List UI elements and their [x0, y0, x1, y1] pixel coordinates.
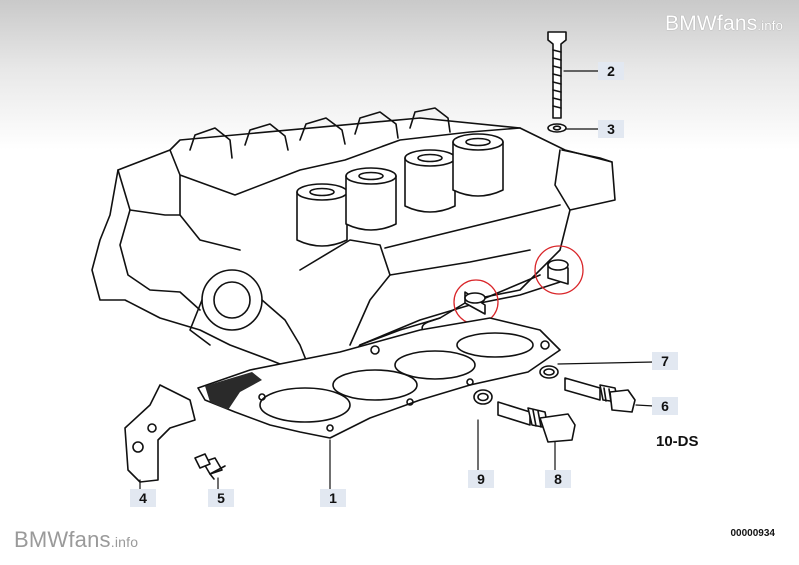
highlight-circle-rear — [534, 245, 584, 295]
watermark-brand-bottom: BMWfans — [14, 527, 111, 552]
callout-3: 3 — [598, 120, 624, 138]
callout-5: 5 — [208, 489, 234, 507]
callout-8: 8 — [545, 470, 571, 488]
callout-2: 2 — [598, 62, 624, 80]
variant-code: 10-DS — [656, 433, 699, 450]
temperature-sender — [473, 389, 576, 443]
bolt-washer — [547, 123, 567, 133]
dowel-sleeves — [464, 259, 569, 315]
bracket-screw — [194, 453, 226, 480]
head-gasket — [197, 317, 561, 439]
watermark-bottom: BMWfans.info — [14, 527, 138, 553]
callout-7: 7 — [652, 352, 678, 370]
callout-6: 6 — [652, 397, 678, 415]
leader-lines — [139, 70, 655, 490]
watermark-suffix: .info — [757, 18, 783, 33]
watermark-brand: BMWfans — [665, 12, 758, 35]
bracket — [124, 384, 196, 483]
watermark-top: BMWfans.info — [665, 12, 783, 36]
watermark-suffix-bottom: .info — [110, 534, 139, 550]
diagram-number: 00000934 — [730, 528, 776, 539]
cylinder-head — [91, 107, 616, 391]
callout-1: 1 — [320, 489, 346, 507]
callout-4: 4 — [130, 489, 156, 507]
head-bolt — [547, 31, 567, 119]
temperature-sensor — [539, 365, 636, 413]
callout-9: 9 — [468, 470, 494, 488]
